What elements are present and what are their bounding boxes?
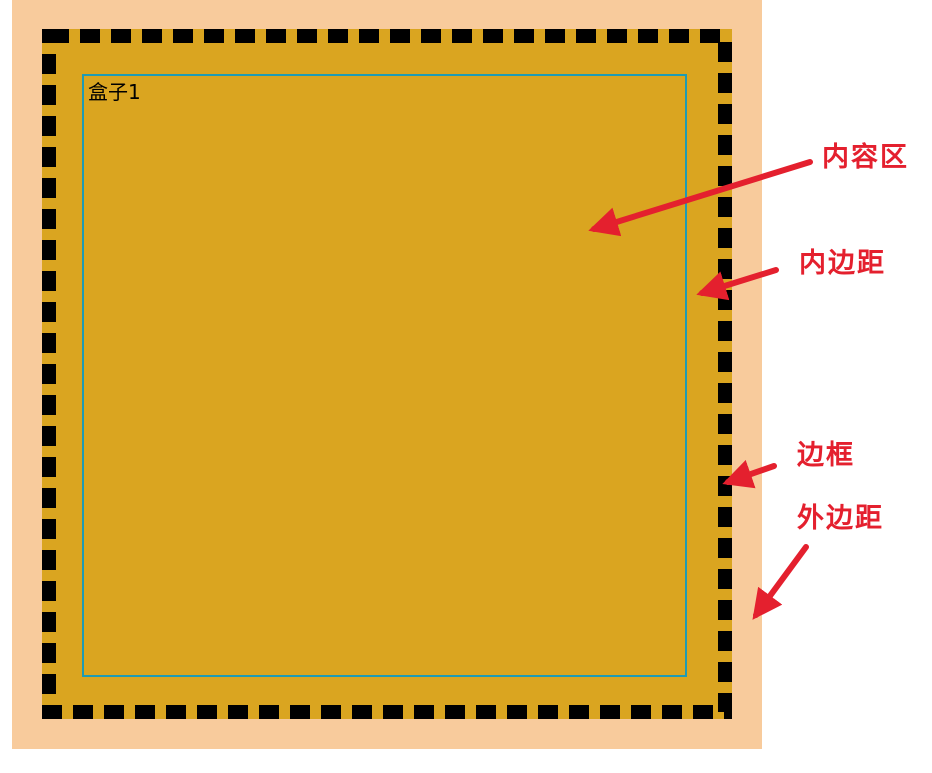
label-content-area: 内容区 <box>822 142 909 173</box>
arrow-margin <box>752 544 809 620</box>
label-padding: 内边距 <box>799 248 886 279</box>
label-border: 边框 <box>797 440 855 471</box>
label-margin: 外边距 <box>797 503 884 534</box>
dashed-border <box>42 29 732 719</box>
box-label: 盒子1 <box>88 80 141 104</box>
content-area: 盒子1 <box>82 74 687 677</box>
box-border-frame <box>42 29 732 719</box>
